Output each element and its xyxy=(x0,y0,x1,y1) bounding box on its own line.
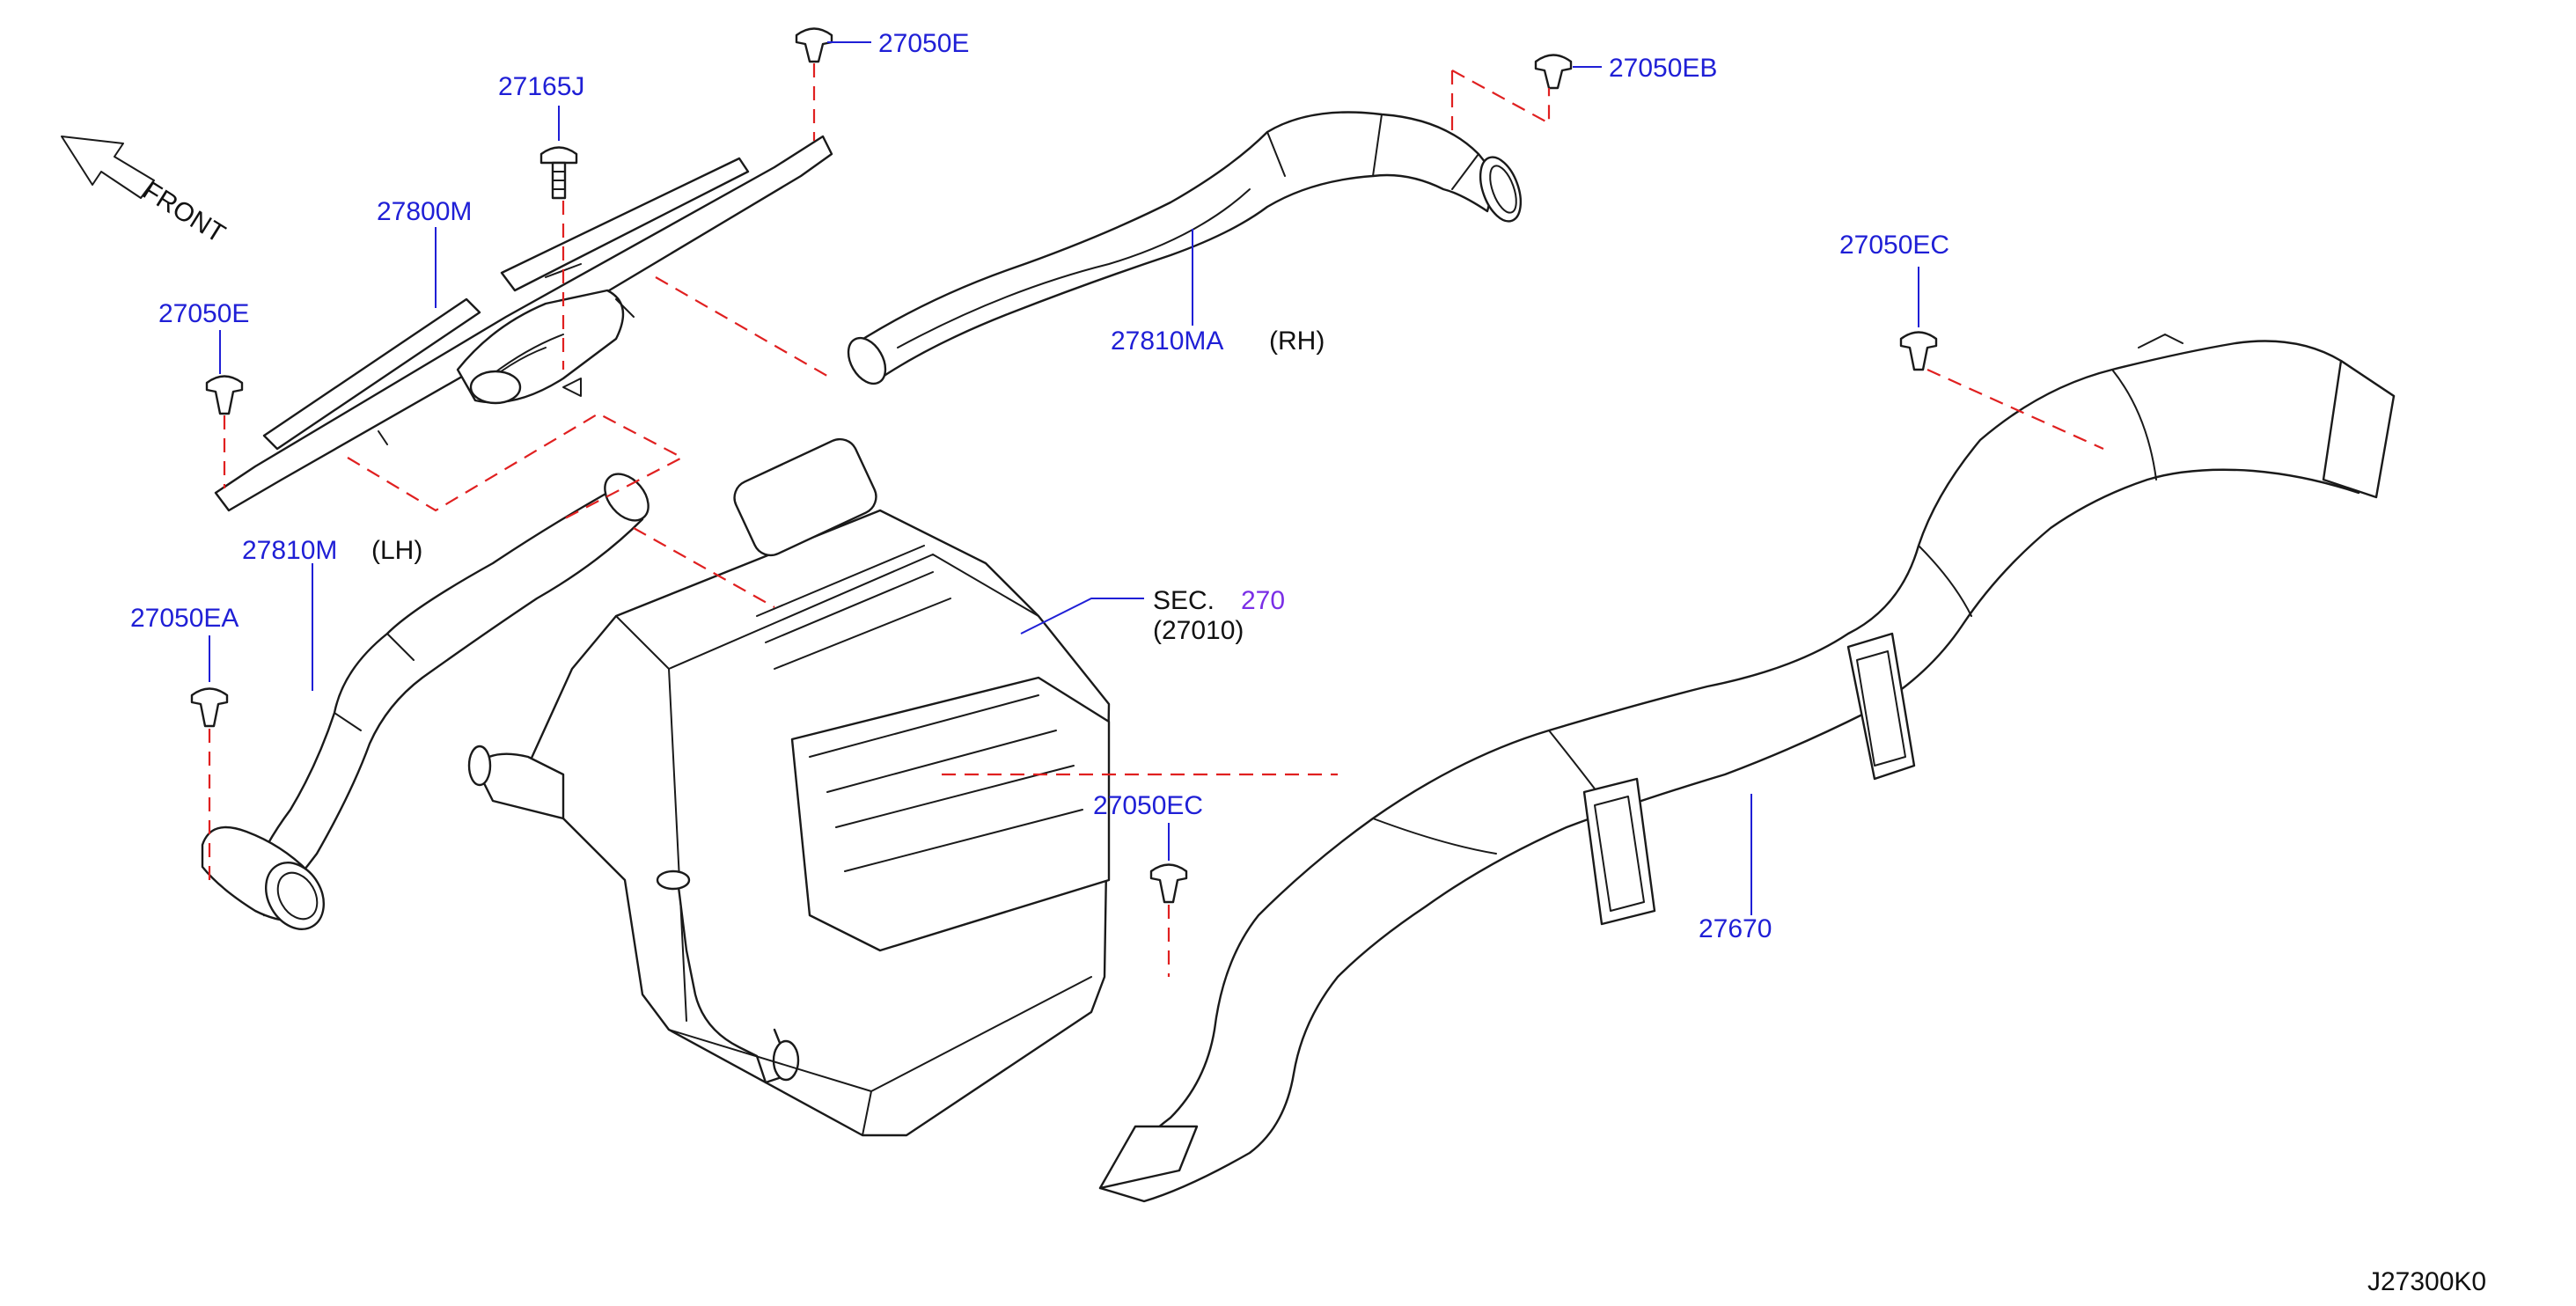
defroster-nozzle-part xyxy=(214,135,833,512)
label-ventilator-duct: 27670 xyxy=(1699,914,1772,943)
dashed-guides xyxy=(208,63,2104,977)
ventilator-duct-part xyxy=(1098,334,2396,1203)
section-link-270[interactable]: 270 xyxy=(1241,586,1285,615)
label-clip-left: 27050E xyxy=(158,299,249,328)
label-duct-rh: 27810MA xyxy=(1111,326,1223,356)
label-duct-lh-side: (LH) xyxy=(371,536,422,565)
front-label: FRONT xyxy=(137,176,230,249)
label-sec-ref: (27010) xyxy=(1153,616,1244,645)
label-bolt: 27165J xyxy=(498,72,584,101)
duct-rh-part xyxy=(847,111,1523,385)
leader-lines xyxy=(209,41,1919,915)
front-arrow-icon xyxy=(61,136,155,199)
diagram-code: J27300K0 xyxy=(2367,1267,2486,1296)
clip-icon-ea xyxy=(190,687,229,728)
clip-icon-left xyxy=(205,375,244,415)
clip-icon-ec-right xyxy=(1899,331,1938,371)
heater-unit-part xyxy=(467,437,1111,1137)
label-duct-lh: 27810M xyxy=(242,536,337,565)
clip-icon-top-center xyxy=(795,27,833,63)
label-clip-ec-center: 27050EC xyxy=(1093,791,1203,820)
clip-icon-eb xyxy=(1534,54,1573,90)
label-duct-rh-side: (RH) xyxy=(1269,326,1325,356)
label-clip-eb: 27050EB xyxy=(1609,54,1717,83)
clip-icon-ec-center xyxy=(1149,863,1188,904)
label-clip-top-center: 27050E xyxy=(878,29,969,58)
bolt-icon xyxy=(539,146,578,200)
duct-lh-part xyxy=(201,473,650,930)
label-sec-prefix: SEC. xyxy=(1153,586,1215,615)
label-defroster-nozzle: 27800M xyxy=(377,197,472,226)
label-clip-ec-right: 27050EC xyxy=(1839,231,1949,260)
label-clip-ea: 27050EA xyxy=(130,604,239,633)
